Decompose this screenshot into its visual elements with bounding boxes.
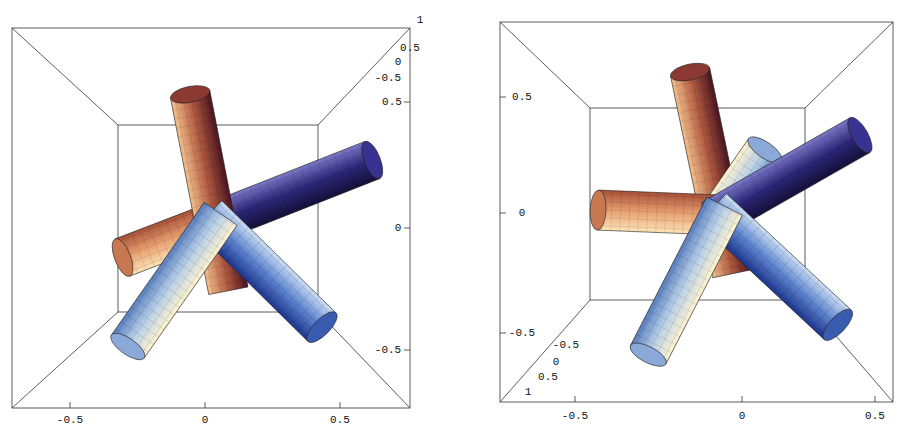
tick-label: 0.5 <box>865 410 885 422</box>
tick-label: -0.5 <box>375 344 401 356</box>
tick-label: 0 <box>519 207 526 219</box>
tubes-right <box>589 60 876 371</box>
tick-label: 0 <box>553 356 560 368</box>
tick-label: -0.5 <box>509 327 535 339</box>
tick-label: 0.5 <box>382 96 402 108</box>
tick-label: -0.5 <box>375 72 401 84</box>
tube <box>627 197 743 371</box>
tick-label: -0.5 <box>562 410 588 422</box>
tick-label: 0.5 <box>512 91 532 103</box>
tick-label: 0 <box>395 222 402 234</box>
tubes-left <box>107 83 387 365</box>
bounding-box <box>12 28 410 408</box>
tick-label: -0.5 <box>57 414 83 426</box>
tick-label: 0.5 <box>400 42 420 54</box>
tick-label: -0.5 <box>553 339 579 351</box>
tick-label: 0 <box>202 414 209 426</box>
tick-label: 0 <box>395 56 402 68</box>
tick-label: 0.5 <box>330 414 350 426</box>
tick-label: 1 <box>417 14 424 26</box>
tube <box>107 202 237 364</box>
tick-label: 1 <box>525 386 532 398</box>
tick-label: 0 <box>739 410 746 422</box>
bounding-box <box>500 22 893 402</box>
tick-label: 0.5 <box>538 371 558 383</box>
